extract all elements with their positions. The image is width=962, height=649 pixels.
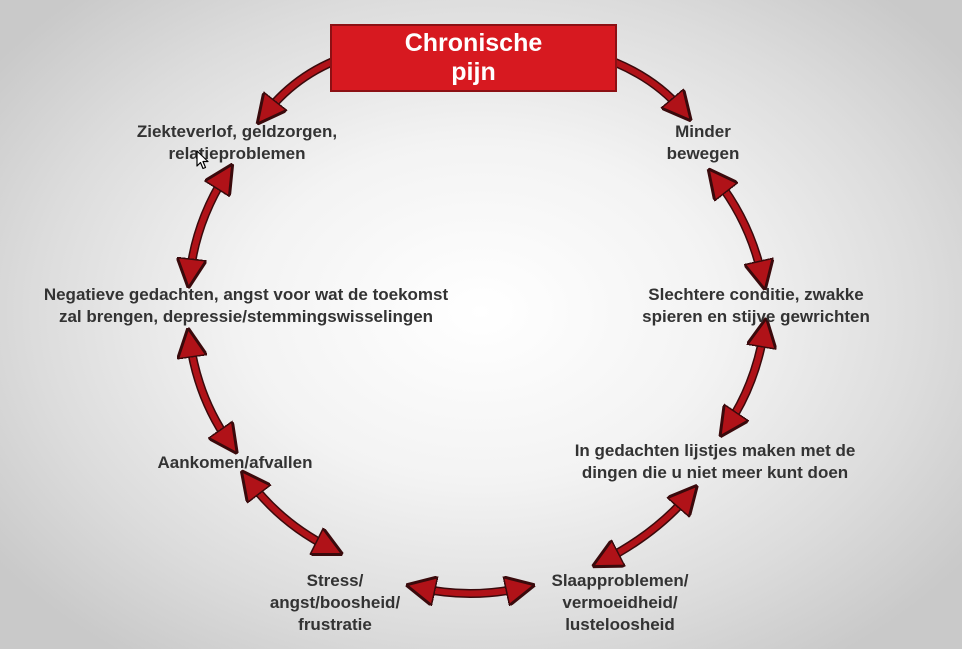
chronic-pain-title: Chronische pijn — [404, 29, 543, 86]
node-mental-lists-line-1: In gedachten lijstjes maken met de — [574, 441, 856, 460]
node-stress-line-1: Stress/ — [306, 571, 364, 590]
arrow-stress-to-weight — [250, 482, 330, 548]
arrow-weight-to-negative-outline — [185, 341, 233, 445]
arrow-sleep-to-stress — [420, 588, 521, 594]
node-sick-leave: Ziekteverlof, geldzorgen, relatieproblem… — [112, 121, 362, 165]
node-worse-condition: Slechtere conditie, zwakke spieren en st… — [600, 284, 912, 328]
arrow-move-to-condition — [717, 180, 762, 276]
node-sick-leave-line-2: relatieproblemen — [168, 144, 306, 163]
node-negative-thoughts: Negatieve gedachten, angst voor wat de t… — [0, 284, 492, 328]
node-weight-change: Aankomen/afvallen — [120, 452, 350, 474]
node-sick-leave-line-1: Ziekteverlof, geldzorgen, — [136, 122, 338, 141]
arrow-condition-to-lists — [728, 332, 764, 425]
chronic-pain-box: Chronische pijn — [330, 24, 617, 92]
node-sleep-problems-line-2: vermoeidheid/ — [562, 593, 678, 612]
node-weight-change-line-1: Aankomen/afvallen — [157, 453, 313, 472]
node-mental-lists: In gedachten lijstjes maken met de dinge… — [520, 440, 910, 484]
node-worse-condition-line-1: Slechtere conditie, zwakke — [648, 285, 864, 304]
node-stress-line-2: angst/boosheid/ — [269, 593, 401, 612]
node-less-movement: Minder bewegen — [628, 121, 778, 165]
node-sleep-problems: Slaapproblemen/ vermoeidheid/ lusteloosh… — [520, 570, 720, 636]
node-worse-condition-line-2: spieren en stijve gewrichten — [642, 307, 870, 326]
node-stress: Stress/ angst/boosheid/ frustratie — [240, 570, 430, 636]
arrow-stress-to-weight-outline — [246, 479, 333, 553]
node-sleep-problems-line-1: Slaapproblemen/ — [551, 571, 689, 590]
node-mental-lists-line-2: dingen die u niet meer kunt doen — [581, 463, 849, 482]
arrow-negative-to-sick — [190, 176, 225, 274]
node-negative-thoughts-line-2: zal brengen, depressie/stemmingswisselin… — [58, 307, 434, 326]
arrow-lists-to-sleep — [605, 496, 688, 560]
node-sleep-problems-line-3: lusteloosheid — [565, 615, 675, 634]
mouse-pointer-icon — [196, 150, 209, 170]
node-less-movement-line-2: bewegen — [666, 144, 740, 163]
node-less-movement-line-1: Minder — [675, 122, 731, 141]
node-negative-thoughts-line-1: Negatieve gedachten, angst voor wat de t… — [43, 285, 449, 304]
arrow-weight-to-negative — [190, 342, 229, 442]
node-stress-line-3: frustratie — [298, 615, 372, 634]
